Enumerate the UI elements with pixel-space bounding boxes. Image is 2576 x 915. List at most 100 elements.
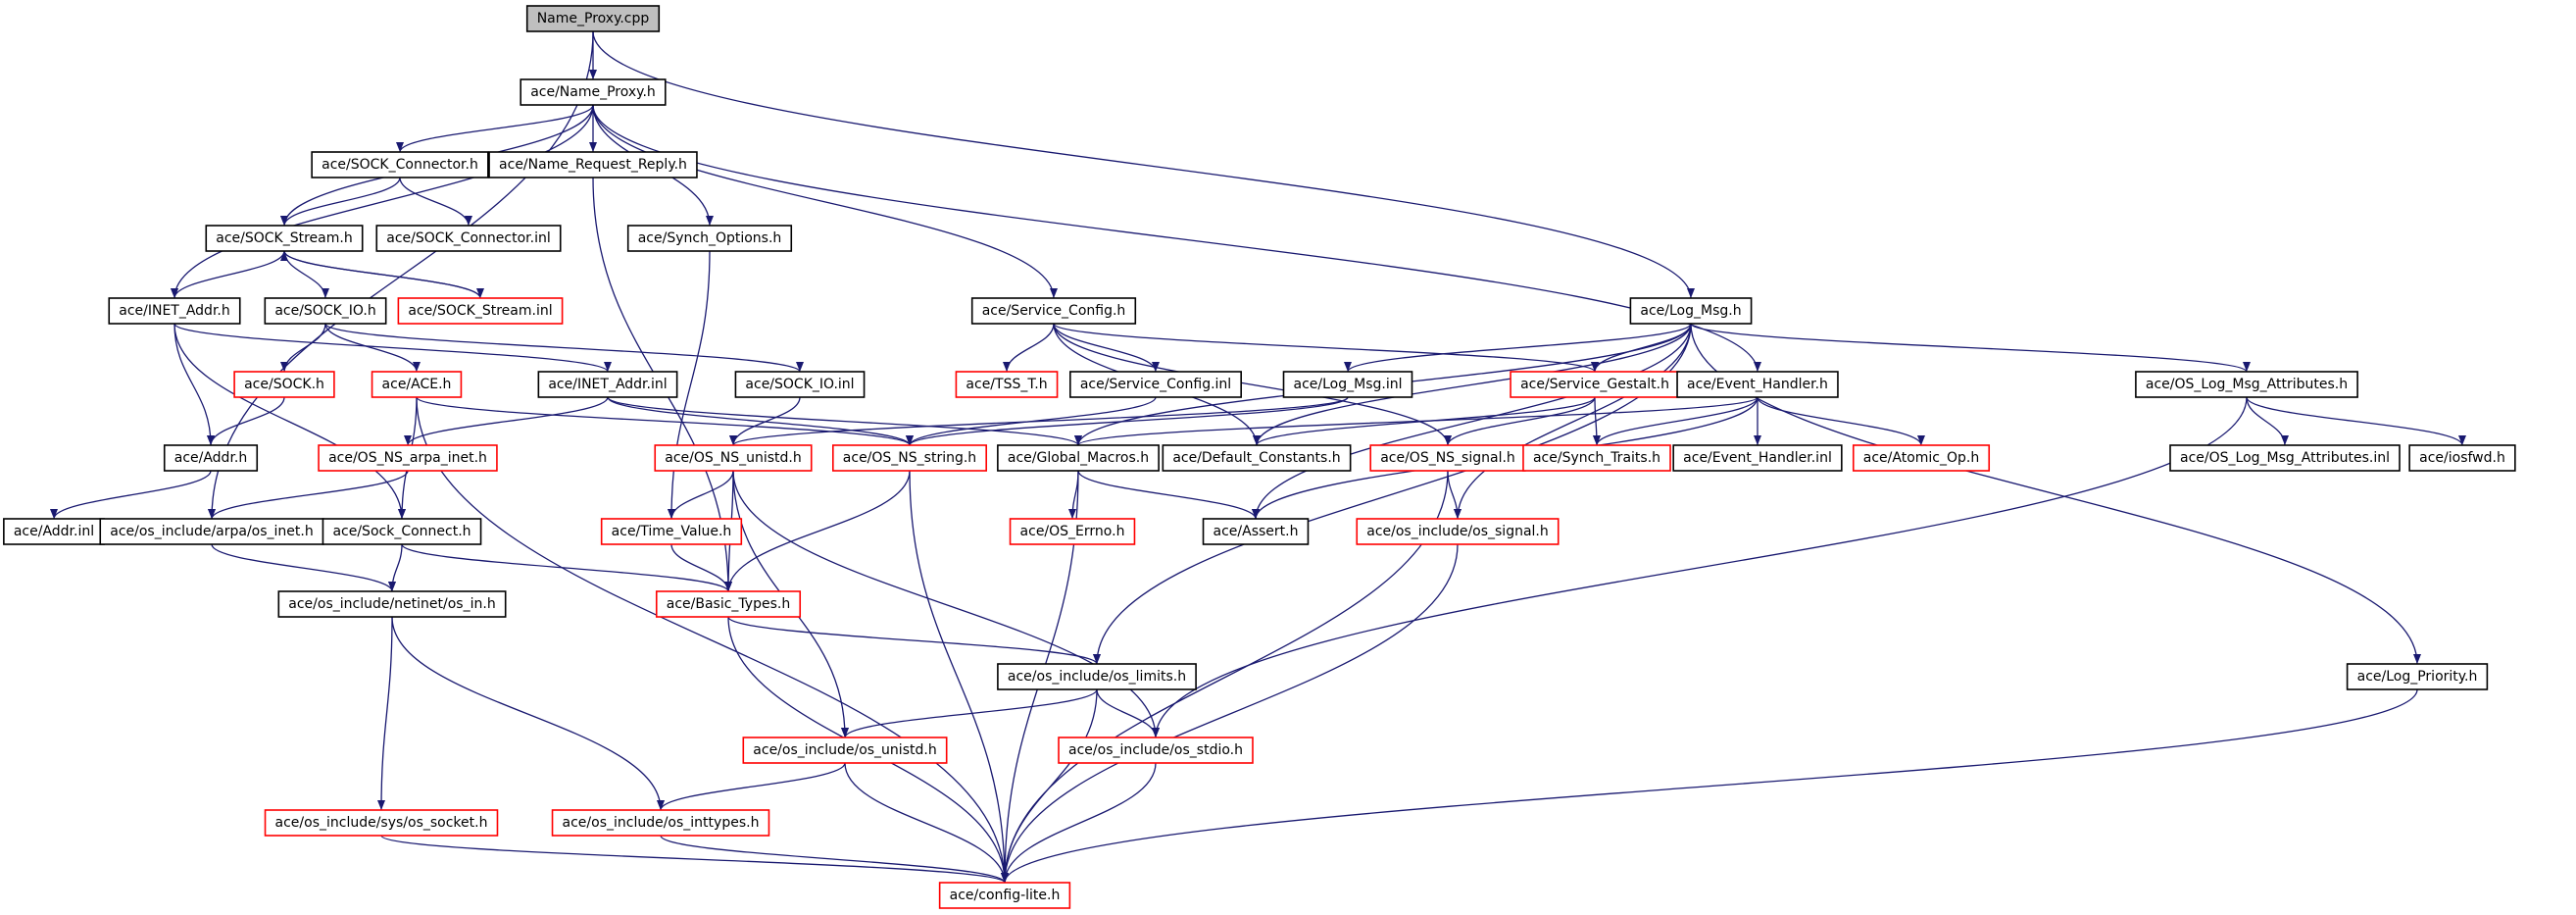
edge-path xyxy=(1096,688,1160,738)
dependency-edge xyxy=(592,30,1695,299)
dependency-edge xyxy=(380,835,1009,884)
node-os-log-msg-attributes-h[interactable]: ace/OS_Log_Msg_Attributes.h xyxy=(2135,371,2358,398)
node-os-signal-h[interactable]: ace/os_include/os_signal.h xyxy=(1356,518,1560,545)
edge-path xyxy=(416,396,914,446)
node-name-proxy-cpp[interactable]: Name_Proxy.cpp xyxy=(525,5,661,32)
node-box xyxy=(322,518,482,545)
edge-path xyxy=(1003,323,1055,373)
node-box xyxy=(970,297,1137,325)
nodes-layer: Name_Proxy.cpp ace/Name_Proxy.h ace/SOCK_C… xyxy=(3,5,2516,909)
node-label: ace/Assert.h xyxy=(1214,524,1299,539)
node-default-constants-h[interactable]: ace/Default_Constants.h xyxy=(1162,444,1352,472)
node-os-in-h[interactable]: ace/os_include/netinet/os_in.h xyxy=(277,590,507,618)
dependency-edge xyxy=(660,835,1009,884)
node-os-limits-h[interactable]: ace/os_include/os_limits.h xyxy=(997,663,1197,690)
edge-path xyxy=(607,396,914,446)
dependency-edge xyxy=(1096,688,1160,738)
node-os-socket-h[interactable]: ace/os_include/sys/os_socket.h xyxy=(264,809,499,837)
node-time-value-h[interactable]: ace/Time_Value.h xyxy=(600,518,743,545)
node-sock-stream-h[interactable]: ace/SOCK_Stream.h xyxy=(205,225,364,252)
node-addr-inl[interactable]: ace/Addr.inl xyxy=(3,518,105,545)
edge-path xyxy=(377,616,393,811)
dependency-edge xyxy=(173,323,612,373)
node-label: ace/os_include/arpa/os_inet.h xyxy=(110,524,313,539)
edge-path xyxy=(841,688,1098,738)
node-os-stdio-h[interactable]: ace/os_include/os_stdio.h xyxy=(1058,737,1254,764)
node-event-handler-inl[interactable]: ace/Event_Handler.inl xyxy=(1672,444,1843,472)
dependency-edge xyxy=(657,762,846,811)
dependency-edge xyxy=(1053,323,1599,373)
node-box xyxy=(311,151,489,178)
node-sock-connector-h[interactable]: ace/SOCK_Connector.h xyxy=(311,151,489,178)
node-os-ns-string-h[interactable]: ace/OS_NS_string.h xyxy=(832,444,987,472)
node-addr-h[interactable]: ace/Addr.h xyxy=(163,444,259,472)
edge-path xyxy=(283,250,329,299)
node-os-inet-h[interactable]: ace/os_include/arpa/os_inet.h xyxy=(99,518,324,545)
node-name-request-reply-h[interactable]: ace/Name_Request_Reply.h xyxy=(488,151,698,178)
node-log-priority-h[interactable]: ace/Log_Priority.h xyxy=(2346,663,2489,690)
edge-path xyxy=(1001,688,2418,884)
node-label: ace/OS_NS_signal.h xyxy=(1380,450,1515,466)
node-label: ace/Name_Request_Reply.h xyxy=(499,157,687,173)
node-os-errno-h[interactable]: ace/OS_Errno.h xyxy=(1009,518,1136,545)
dependency-edge xyxy=(1757,396,1925,446)
node-label: ace/OS_Errno.h xyxy=(1020,524,1125,539)
dependency-edge xyxy=(732,470,1160,738)
node-label: ace/SOCK_Stream.inl xyxy=(408,303,552,319)
node-event-handler-h[interactable]: ace/Event_Handler.h xyxy=(1676,371,1839,398)
dependency-edge xyxy=(1593,396,1759,446)
node-os-ns-arpa-inet-h[interactable]: ace/OS_NS_arpa_inet.h xyxy=(318,444,498,472)
node-inet-addr-inl[interactable]: ace/INET_Addr.inl xyxy=(537,371,678,398)
node-label: ace/Default_Constants.h xyxy=(1172,450,1340,466)
node-iosfwd-h[interactable]: ace/iosfwd.h xyxy=(2408,444,2516,472)
node-box xyxy=(264,297,387,325)
node-box xyxy=(997,663,1197,690)
dependency-edge xyxy=(388,543,403,592)
edge-path xyxy=(729,396,1349,446)
edge-path xyxy=(668,470,734,520)
dependency-edge xyxy=(1344,323,1692,373)
node-label: ace/Synch_Options.h xyxy=(638,230,782,246)
node-os-unistd-h[interactable]: ace/os_include/os_unistd.h xyxy=(742,737,948,764)
dependency-edge xyxy=(1001,688,1098,884)
node-sock-io-h[interactable]: ace/SOCK_IO.h xyxy=(264,297,387,325)
node-service-config-inl[interactable]: ace/Service_Config.inl xyxy=(1069,371,1242,398)
node-config-lite-h[interactable]: ace/config-lite.h xyxy=(938,882,1071,909)
node-log-msg-h[interactable]: ace/Log_Msg.h xyxy=(1629,297,1753,325)
node-atomic-op-h[interactable]: ace/Atomic_Op.h xyxy=(1852,444,1991,472)
node-sock-connect-h[interactable]: ace/Sock_Connect.h xyxy=(322,518,482,545)
edge-path xyxy=(592,104,1058,299)
node-label: ace/Log_Msg.h xyxy=(1640,303,1741,319)
node-box xyxy=(600,518,743,545)
node-synch-options-h[interactable]: ace/Synch_Options.h xyxy=(626,225,793,252)
node-sock-h[interactable]: ace/SOCK.h xyxy=(233,371,335,398)
node-service-gestalt-h[interactable]: ace/Service_Gestalt.h xyxy=(1510,371,1680,398)
node-global-macros-h[interactable]: ace/Global_Macros.h xyxy=(997,444,1160,472)
node-ace-h[interactable]: ace/ACE.h xyxy=(371,371,463,398)
node-service-config-h[interactable]: ace/Service_Config.h xyxy=(970,297,1137,325)
node-os-inttypes-h[interactable]: ace/os_include/os_inttypes.h xyxy=(551,809,770,837)
node-os-ns-unistd-h[interactable]: ace/OS_NS_unistd.h xyxy=(654,444,813,472)
node-tss-t-h[interactable]: ace/TSS_T.h xyxy=(955,371,1059,398)
node-sock-stream-inl[interactable]: ace/SOCK_Stream.inl xyxy=(397,297,564,325)
node-basic-types-h[interactable]: ace/Basic_Types.h xyxy=(655,590,802,618)
dependency-edge xyxy=(377,616,393,811)
edge-path xyxy=(668,250,711,520)
node-name-proxy-h[interactable]: ace/Name_Proxy.h xyxy=(520,78,667,106)
node-sock-io-inl[interactable]: ace/SOCK_IO.inl xyxy=(734,371,866,398)
node-assert-h[interactable]: ace/Assert.h xyxy=(1202,518,1310,545)
node-box xyxy=(1522,444,1671,472)
node-label: ace/Atomic_Op.h xyxy=(1863,450,1979,466)
node-sock-connector-inl[interactable]: ace/SOCK_Connector.inl xyxy=(375,225,562,252)
node-box xyxy=(397,297,564,325)
node-box xyxy=(832,444,987,472)
node-os-ns-signal-h[interactable]: ace/OS_NS_signal.h xyxy=(1369,444,1526,472)
node-log-msg-inl[interactable]: ace/Log_Msg.inl xyxy=(1282,371,1413,398)
edge-path xyxy=(607,396,1082,446)
node-os-log-msg-attributes-inl[interactable]: ace/OS_Log_Msg_Attributes.inl xyxy=(2169,444,2401,472)
node-inet-addr-h[interactable]: ace/INET_Addr.h xyxy=(108,297,241,325)
node-synch-traits-h[interactable]: ace/Synch_Traits.h xyxy=(1522,444,1671,472)
dependency-edge xyxy=(324,323,804,373)
node-box xyxy=(1202,518,1310,545)
node-box xyxy=(537,371,678,398)
